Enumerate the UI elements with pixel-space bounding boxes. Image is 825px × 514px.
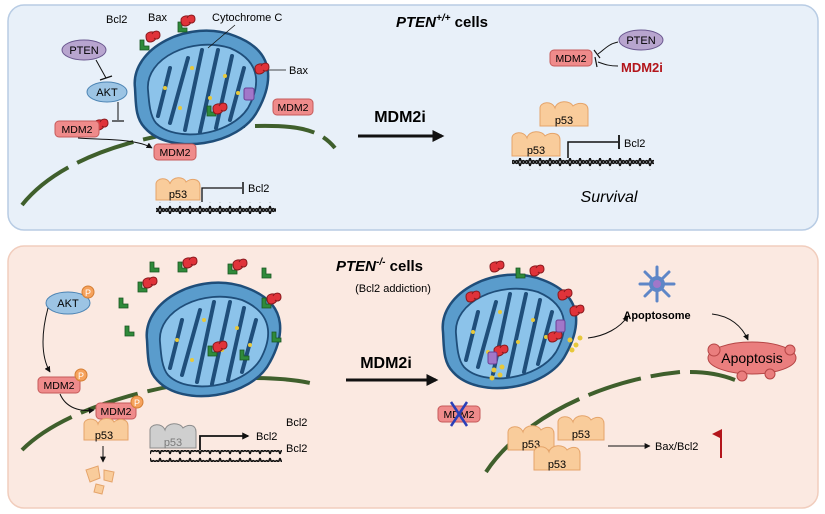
label-cytochrome-c: Cytochrome C (212, 12, 282, 24)
apoptosome-icon (638, 265, 676, 303)
mdm2-phospho-label-b: P (134, 398, 140, 408)
bcl2-expression-arrow (199, 432, 250, 450)
right-pten-shape (618, 29, 664, 51)
right-mdm2i-inhibit-bar (594, 56, 598, 68)
bottom-dna (150, 450, 282, 462)
top-mdm2-nucleus-label: MDM2 (160, 147, 191, 159)
cyto-c-pointer (207, 24, 236, 49)
bottom-p53-bound-shape (83, 418, 129, 441)
bottom-panel-subtitle: (Bcl2 addiction) (355, 283, 431, 295)
top-mdm2-left-shape (54, 120, 100, 138)
top-bax-mito-purple (243, 87, 255, 101)
top-panel-title: PTEN+/+ cells (396, 13, 488, 31)
label-bax: Bax (148, 12, 167, 24)
br-p53-b-label: p53 (572, 429, 590, 441)
pten-inhibit-bar (99, 75, 113, 81)
p53-fragment-b (103, 469, 115, 483)
right-bcl2-repression (567, 141, 618, 158)
bottom-akt-label: AKT (57, 298, 79, 310)
br-p53-a-shape (507, 425, 555, 451)
top-pten-shape (61, 39, 107, 61)
mdm2-phospho-icon-b (130, 395, 144, 409)
top-mdm2-mito-label: MDM2 (278, 102, 309, 114)
right-p53-bottom-label: p53 (527, 145, 545, 157)
top-akt-label: AKT (96, 87, 118, 99)
label-bcl2: Bcl2 (106, 14, 127, 26)
apoptosis-label: Apoptosis (721, 350, 782, 366)
top-mdm2-left-label: MDM2 (62, 124, 93, 136)
top-dna (156, 202, 276, 214)
bottom-mdm2-left-label: MDM2 (44, 380, 75, 392)
survival-outcome: Survival (581, 189, 638, 206)
bottom-p53-grey-label: p53 (164, 437, 182, 449)
mdm2-inhibited-cross-icon (449, 401, 469, 427)
right-mdm2-shape (549, 49, 593, 67)
cytochrome-c-release-b (489, 364, 505, 381)
to-apoptosis-arrow (711, 313, 749, 341)
top-mdm2i-label: MDM2i (374, 109, 426, 126)
right-mdm2i-inhibit (597, 61, 619, 67)
bax-bcl2-ratio-label: Bax/Bcl2 (655, 441, 698, 453)
right-pten-inhibit (597, 41, 619, 55)
top-p53-label: p53 (169, 189, 187, 201)
right-mdm2-label: MDM2 (556, 53, 587, 65)
bottom-panel-title: PTEN-/- cells (336, 257, 423, 275)
br-purple-pore-b (487, 351, 498, 365)
bottom-mdm2-nucleus-label: MDM2 (101, 406, 132, 418)
br-p53-c-shape (533, 445, 581, 471)
bottom-mdm2i-label: MDM2i (360, 355, 412, 372)
bottom-akt-shape (45, 291, 91, 315)
to-apoptosome-arrow (587, 315, 629, 339)
top-akt-shape (86, 81, 128, 103)
p53-fragment-c (93, 483, 105, 495)
pten-inhibits-akt (95, 59, 107, 79)
top-mdm2-nucleus-shape (153, 143, 197, 161)
mdm2-phospho-icon-a (74, 368, 88, 382)
right-pten-inhibit-bar (593, 49, 601, 59)
right-pten-label: PTEN (626, 35, 655, 47)
apoptosome-label: Apoptosome (623, 310, 690, 322)
right-dna (512, 158, 654, 170)
br-purple-pore (555, 319, 566, 333)
mdm2-translocation-arrow (77, 137, 153, 149)
bottom-bcl2-out1: Bcl2 (286, 417, 307, 429)
bottom-p53-bound-label: p53 (95, 430, 113, 442)
bottom-mdm2-left-shape (37, 376, 81, 394)
top-bcl2-repression (201, 187, 242, 202)
top-pten-label: PTEN (69, 45, 98, 57)
right-p53-bottom-shape (511, 131, 561, 157)
br-p53-c-label: p53 (548, 459, 566, 471)
bottom-bcl2-out2: Bcl2 (286, 443, 307, 455)
br-p53-b-shape (557, 415, 605, 441)
right-mdm2i-label: MDM2i (621, 60, 663, 75)
top-p53-shape (155, 177, 201, 201)
mdm2-phospho-label-a: P (78, 371, 84, 381)
akt-phospho-label: P (85, 288, 91, 298)
label-bax-right: Bax (289, 65, 308, 77)
p53-fragment-a (85, 465, 101, 483)
right-bcl2-gene-label: Bcl2 (624, 138, 645, 150)
akt-to-mdm2-arrow (42, 307, 51, 373)
top-mdm2-mito-shape (272, 98, 314, 116)
bottom-bcl2-gene-label: Bcl2 (256, 431, 277, 443)
bottom-right-nuclear-membrane (484, 370, 736, 474)
akt-phospho-icon (81, 285, 95, 299)
cytochrome-c-release-a (567, 335, 583, 353)
right-p53-top-label: p53 (555, 115, 573, 127)
bottom-mdm2-nucleus-shape (95, 402, 137, 420)
apoptosis-cell-icon (707, 341, 797, 382)
right-p53-top-shape (539, 101, 589, 127)
mdm2-to-nucleus-arrow (59, 393, 95, 414)
bottom-p53-grey-shape (149, 423, 197, 449)
top-bcl2-gene-label: Bcl2 (248, 183, 269, 195)
